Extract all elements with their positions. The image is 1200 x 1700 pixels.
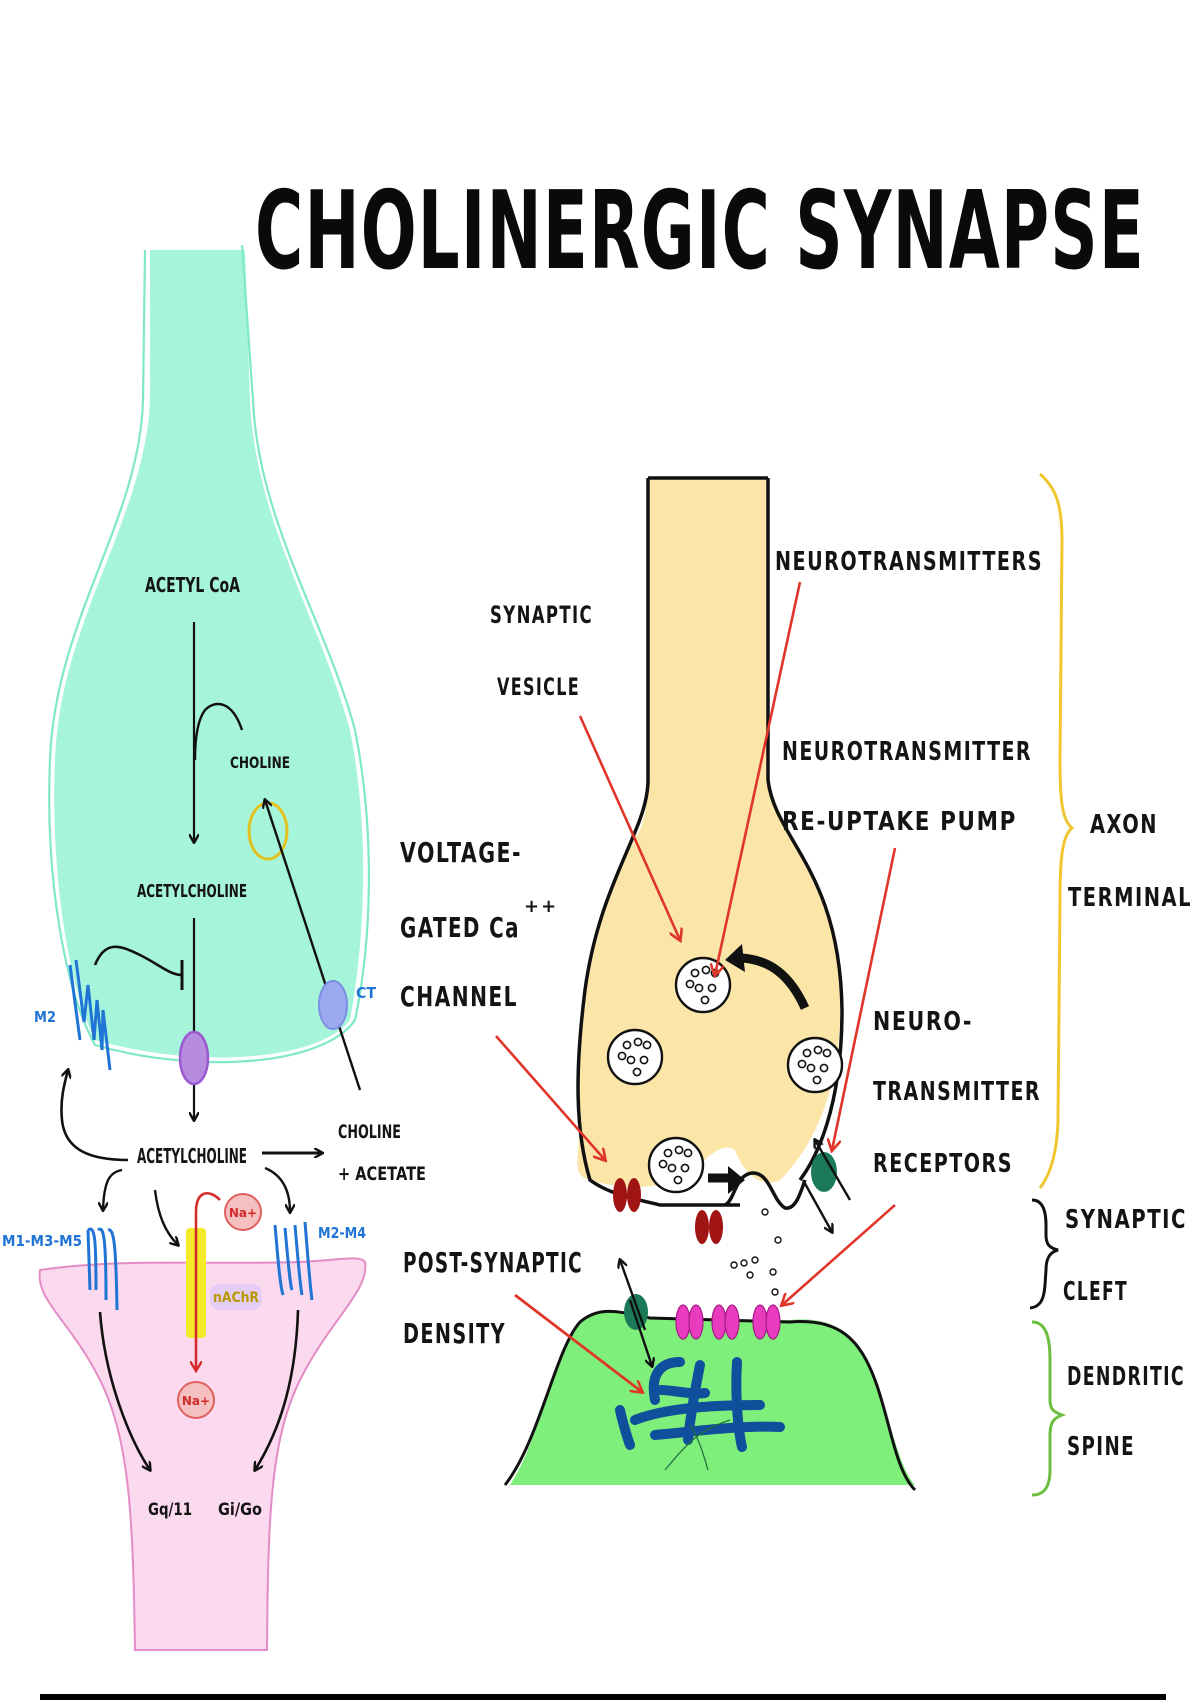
label-reuptake-line2: RE-UPTAKE PUMP <box>782 807 1017 837</box>
label-choline-inside: CHOLINE <box>230 753 290 772</box>
label-vgcc-line2: GATED Ca <box>400 911 520 944</box>
arrow-choline-reuptake <box>265 800 362 1091</box>
axon-terminal-fill <box>577 478 840 1187</box>
na-ion-outside-icon <box>224 1193 262 1231</box>
label-gigo: Gi/Go <box>218 1500 262 1520</box>
reuptake-pump-icon <box>811 1152 837 1192</box>
postsynaptic-density <box>615 1357 785 1452</box>
label-psd-line2: DENSITY <box>403 1317 506 1350</box>
label-na-ion-inside: Na+ <box>182 1394 210 1408</box>
pointer-synaptic-vesicle <box>578 715 680 940</box>
pointer-nt-receptors <box>782 1204 896 1305</box>
arrow-na-influx <box>196 1191 221 1370</box>
synaptic-vesicle-top <box>674 956 732 1014</box>
label-acetylcholine-inside: ACETYLCHOLINE <box>137 881 247 902</box>
label-m2-autoreceptor: M2 <box>34 1008 56 1026</box>
label-vgcc-line3: CHANNEL <box>400 980 518 1013</box>
label-synaptic-cleft-line1: SYNAPTIC <box>1065 1205 1187 1235</box>
synaptic-cleft-brace <box>1029 1198 1059 1310</box>
ca-channel-right <box>695 1210 723 1244</box>
label-synaptic-vesicle-line1: SYNAPTIC <box>490 601 593 629</box>
m24-receptor-icon <box>273 1221 314 1301</box>
pointer-ca-channel <box>495 1035 605 1160</box>
na-ion-inside-icon <box>177 1381 215 1419</box>
label-axon-terminal-line1: AXON <box>1090 810 1158 840</box>
reuptake-pump-in-arrow <box>815 1140 852 1201</box>
label-choline-acetate-line1: CHOLINE <box>338 1121 401 1143</box>
label-dendritic-spine-line2: SPINE <box>1067 1432 1135 1462</box>
nt-receptors <box>675 1304 781 1340</box>
label-synaptic-vesicle-line2: VESICLE <box>497 673 580 701</box>
postsynaptic-cell-fill <box>38 1257 367 1651</box>
vesicle-recycle-arrow <box>741 953 810 1010</box>
label-receptors-line3: RECEPTORS <box>873 1149 1013 1179</box>
synaptic-vesicle-right <box>786 1036 844 1094</box>
label-dendritic-spine-line1: DENDRITIC <box>1067 1362 1185 1392</box>
nachr-label-bg <box>210 1284 262 1310</box>
axon-terminal-brace <box>1038 472 1075 1189</box>
presynaptic-neuron-fill <box>54 250 364 1058</box>
label-choline-acetate-line2: + ACETATE <box>338 1163 426 1185</box>
label-vgcc-superscript: ++ <box>524 896 558 917</box>
arrow-choline-join <box>193 702 244 761</box>
release-bump-outline <box>723 1171 807 1210</box>
pointer-reuptake-pump <box>832 847 897 1150</box>
m135-receptor-icon <box>86 1227 119 1311</box>
synaptic-vesicle-left <box>606 1028 664 1086</box>
label-neurotransmitters: NEUROTRANSMITTERS <box>775 547 1043 577</box>
arrow-m135-to-gq <box>98 1311 150 1470</box>
right-synapse-diagram: NEUROTRANSMITTERS SYNAPTIC VESICLE NEURO… <box>400 472 1192 1497</box>
label-acetylcholine-cleft: ACETYLCHOLINE <box>137 1144 247 1168</box>
label-gq11: Gq/11 <box>148 1500 192 1520</box>
pointer-neurotransmitters <box>715 581 802 975</box>
postsynaptic-pump-out-arrow <box>620 1260 647 1331</box>
label-choline-transporter: CT <box>356 984 377 1002</box>
postsynaptic-pump-icon <box>624 1294 648 1330</box>
vesicle-fusion-arrowhead <box>728 1166 745 1194</box>
synaptic-vesicle-docked <box>647 1136 705 1194</box>
label-na-ion-outside: Na+ <box>229 1206 257 1220</box>
label-acetyl-coa: ACETYL CoA <box>145 573 240 597</box>
cleft-neurotransmitters <box>730 1208 782 1296</box>
arrow-ach-to-m135 <box>103 1168 123 1210</box>
arrow-ach-to-m2 <box>60 1070 129 1162</box>
pointer-psd <box>514 1293 642 1392</box>
bottom-divider <box>40 1694 1166 1700</box>
arrow-ach-to-m24 <box>264 1166 290 1212</box>
label-synaptic-cleft-line2: CLEFT <box>1063 1277 1128 1307</box>
label-vgcc-line1: VOLTAGE- <box>400 836 522 869</box>
label-reuptake-line1: NEUROTRANSMITTER <box>782 737 1032 767</box>
label-axon-terminal-line2: TERMINAL <box>1068 883 1192 913</box>
ach-release-site-icon <box>178 1030 210 1086</box>
presynaptic-neuron-outline <box>48 244 370 1064</box>
label-psd-line1: POST-SYNAPTIC <box>403 1246 583 1279</box>
label-nachr: nAChR <box>213 1290 259 1306</box>
arrow-m24-to-gi <box>255 1309 300 1470</box>
dendritic-spine-outline <box>503 1309 917 1492</box>
label-m24-receptor: M2-M4 <box>318 1224 366 1242</box>
ca-channel-left <box>613 1178 641 1212</box>
dendritic-spine-brace <box>1031 1320 1067 1497</box>
m2-autoreceptor-icon <box>68 959 112 1071</box>
label-receptors-line1: NEURO- <box>873 1007 973 1037</box>
vesicle-recycle-arrowhead <box>725 944 745 972</box>
page-title: CHOLINERGIC SYNAPSE <box>255 169 1145 294</box>
choline-transporter-icon <box>318 980 348 1030</box>
reuptake-pump-out-arrow <box>801 1179 832 1232</box>
m2-inhibition-line <box>93 945 184 991</box>
label-receptors-line2: TRANSMITTER <box>873 1077 1041 1107</box>
dendritic-spine-fill <box>510 1310 915 1485</box>
postsynaptic-pump-in-arrow <box>628 1299 652 1366</box>
label-m135-receptor: M1-M3-M5 <box>2 1232 82 1250</box>
arrow-ach-to-nachr <box>153 1189 178 1245</box>
psd-filaments <box>664 1419 731 1471</box>
left-cholinergic-diagram: ACETYL CoA CHOLINE ACETYLCHOLINE M2 CT A… <box>2 244 426 1651</box>
